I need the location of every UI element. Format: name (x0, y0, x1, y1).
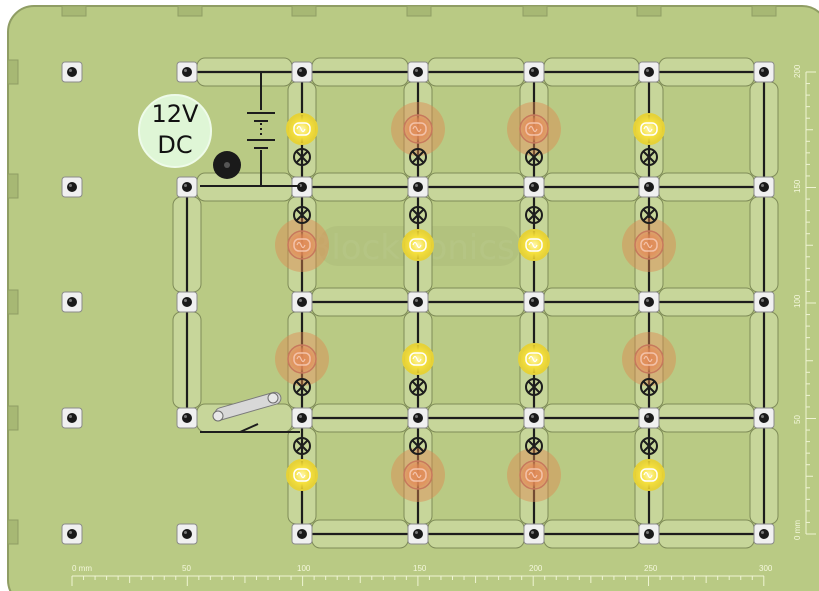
lamp-symbol-icon (409, 378, 427, 396)
ruler-tick-label: 100 (793, 294, 802, 308)
ruler-tick-label: 250 (644, 564, 658, 573)
snap-node-icon[interactable] (291, 291, 313, 313)
dc-jack-icon[interactable] (213, 151, 241, 179)
edge-tabs (7, 5, 777, 545)
snap-node-icon[interactable] (61, 61, 83, 83)
lamp-symbol-icon (640, 206, 658, 224)
snap-node-icon[interactable] (176, 523, 198, 545)
ruler-bottom: 0 mm 50 100 150 200 250 300 (71, 564, 773, 586)
snap-node-icon[interactable] (523, 407, 545, 429)
lamp-bulb-on (286, 113, 318, 145)
lamp-bulb-on (518, 229, 550, 261)
snap-node-icon[interactable] (753, 407, 775, 429)
lamp-bulb-on (286, 459, 318, 491)
snap-node-icon[interactable] (407, 407, 429, 429)
ruler-tick-label: 300 (759, 564, 773, 573)
snap-node-icon[interactable] (291, 61, 313, 83)
ruler-tick-label: 200 (793, 64, 802, 78)
snap-node-icon[interactable] (407, 291, 429, 313)
lamp-bulb-dim (622, 218, 676, 272)
snap-node-icon[interactable] (753, 61, 775, 83)
lamp-symbol-icon (525, 206, 543, 224)
lamp-bulb-dim (507, 102, 561, 156)
snap-node-icon[interactable] (291, 407, 313, 429)
lamp-bulb-dim (391, 102, 445, 156)
snap-node-icon[interactable] (61, 407, 83, 429)
power-label-voltage: 12V (152, 100, 200, 128)
snap-node-icon[interactable] (176, 176, 198, 198)
lamp-grid (275, 102, 676, 502)
snap-node-icon[interactable] (753, 291, 775, 313)
power-label-badge: 12V DC (138, 94, 212, 168)
lamp-bulb-on (402, 343, 434, 375)
snap-node-icon[interactable] (291, 176, 313, 198)
ruler-tick-label: 50 (182, 564, 191, 573)
snap-node-icon[interactable] (523, 523, 545, 545)
snap-node-icon[interactable] (407, 61, 429, 83)
ruler-tick-label: 50 (793, 415, 802, 424)
lamp-symbol-icon (640, 378, 658, 396)
lamp-bulb-on (633, 459, 665, 491)
snap-node-icon[interactable] (753, 523, 775, 545)
snap-node-icon[interactable] (407, 523, 429, 545)
snap-node-icon[interactable] (523, 176, 545, 198)
lamp-bulb-on (518, 343, 550, 375)
lamp-bulb-on (633, 113, 665, 145)
ruler-tick-label: 150 (413, 564, 427, 573)
ruler-side: 200 150 100 50 0 mm (793, 64, 816, 540)
snap-node-icon[interactable] (638, 291, 660, 313)
lamp-symbol-icon (293, 148, 311, 166)
ruler-tick-label: 150 (793, 179, 802, 193)
lamp-symbol-icon (525, 437, 543, 455)
snap-node-icon[interactable] (61, 523, 83, 545)
snap-node-icon[interactable] (61, 176, 83, 198)
ruler-unit-label: 0 mm (72, 564, 92, 573)
lamp-symbol-icon (525, 378, 543, 396)
lamp-symbol-icon (640, 437, 658, 455)
lamp-symbol-icon (640, 148, 658, 166)
snap-node-icon[interactable] (176, 61, 198, 83)
snap-node-icon[interactable] (638, 407, 660, 429)
switch-pivot-icon (212, 410, 224, 422)
snap-node-icon[interactable] (176, 291, 198, 313)
ruler-tick-label: 200 (529, 564, 543, 573)
power-label-type: DC (157, 131, 192, 159)
lamp-bulb-dim (391, 448, 445, 502)
snap-node-icon[interactable] (407, 176, 429, 198)
switch-contact-icon (267, 392, 279, 404)
switch[interactable] (200, 391, 300, 433)
lamp-symbol-icon (409, 148, 427, 166)
ruler-unit-label: 0 mm (793, 520, 802, 540)
lamp-symbol-icon (525, 148, 543, 166)
snap-node-icon[interactable] (753, 176, 775, 198)
lamp-symbol-icon (293, 206, 311, 224)
snap-node-icon[interactable] (61, 291, 83, 313)
snap-node-icon[interactable] (638, 176, 660, 198)
lamp-symbol-icon (409, 437, 427, 455)
lamp-bulb-dim (275, 218, 329, 272)
snap-node-icon[interactable] (291, 523, 313, 545)
snap-node-icon[interactable] (638, 61, 660, 83)
lamp-bulb-dim (622, 332, 676, 386)
lamp-bulb-dim (507, 448, 561, 502)
battery-symbol (200, 72, 300, 187)
ruler-tick-label: 100 (297, 564, 311, 573)
snap-node-icon[interactable] (176, 407, 198, 429)
snap-node-icon[interactable] (523, 291, 545, 313)
lamp-symbol-icon (293, 378, 311, 396)
lamp-bulb-dim (275, 332, 329, 386)
snap-node-icon[interactable] (638, 523, 660, 545)
snap-nodes (61, 61, 775, 545)
lamp-symbol-icon (409, 206, 427, 224)
lamp-bulb-on (402, 229, 434, 261)
lamp-symbol-icon (293, 437, 311, 455)
snap-node-icon[interactable] (523, 61, 545, 83)
